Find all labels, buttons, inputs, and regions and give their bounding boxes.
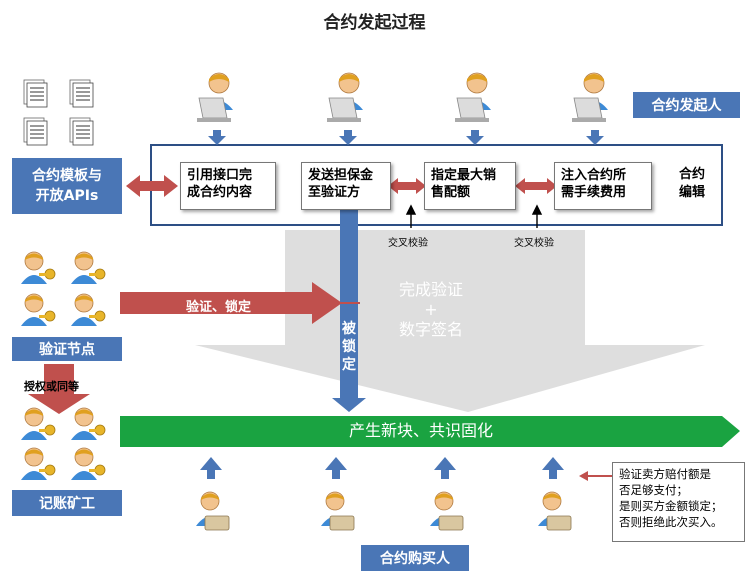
initiator-icon <box>571 72 609 123</box>
initiator-icon <box>326 72 364 123</box>
down-arrows <box>208 130 604 145</box>
step-double-arrow-2 <box>515 178 557 194</box>
step-2-line1: 发送担保金 <box>308 168 374 183</box>
miner-key-icon <box>70 447 106 481</box>
step-box-2: 发送担保金 至验证方 <box>301 162 391 210</box>
locked-char-2: 锁 <box>342 339 356 355</box>
edit-label: 合约 编辑 <box>672 166 712 202</box>
diagram-title: 合约发起过程 <box>323 13 426 33</box>
initiator-label: 合约发起人 <box>633 92 740 118</box>
step-box-1: 引用接口完 成合约内容 <box>180 162 276 210</box>
document-icon <box>69 117 94 146</box>
document-icon <box>69 79 94 108</box>
document-icon <box>23 79 48 108</box>
buyer-icon <box>537 491 572 531</box>
up-arrows <box>200 457 564 479</box>
verify-arrow <box>120 282 342 324</box>
initiator-icon <box>196 72 234 123</box>
auth-label: 授权或同等 <box>24 380 79 393</box>
buyer-note-line4: 否则拒绝此次买入。 <box>619 515 723 529</box>
step-4-line1: 注入合约所 <box>561 168 627 183</box>
buyer-note-line3: 是则买方金额锁定； <box>619 499 723 513</box>
verifier-key-icon <box>20 293 56 327</box>
miner-key-icon <box>70 407 106 441</box>
verifier-key-icon <box>70 293 106 327</box>
buyer-note-line1: 验证卖方赔付额是 <box>619 467 711 481</box>
verify-lock-label: 验证、锁定 <box>186 300 252 315</box>
step-double-arrow-1 <box>388 178 426 194</box>
miner-key-icon <box>20 407 56 441</box>
edit-label-line1: 合约 <box>678 167 705 182</box>
templates-double-arrow <box>126 175 178 197</box>
verifier-key-icon <box>20 251 56 285</box>
step-4-line2: 需手续费用 <box>561 185 627 200</box>
locked-text: 被 锁 定 <box>341 320 357 374</box>
buyer-icon <box>320 491 355 531</box>
locked-char-1: 被 <box>342 321 356 337</box>
cross-check-label-1: 交叉校验 <box>388 238 428 249</box>
buyer-note-line2: 否足够支付； <box>619 483 688 497</box>
complete-verify-text: 完成验证 + 数字签名 <box>378 280 484 340</box>
step-1-line1: 引用接口完 <box>187 168 253 183</box>
miner-key-icon <box>20 447 56 481</box>
complete-line1: 完成验证 <box>398 280 463 299</box>
step-2-line2: 至验证方 <box>308 185 361 200</box>
templates-label-line1: 合约模板与 <box>32 168 102 184</box>
verify-node-label: 验证节点 <box>12 337 122 361</box>
consensus-label: 产生新块、共识固化 <box>348 421 493 440</box>
step-3-line1: 指定最大销 <box>431 168 497 183</box>
step-box-3: 指定最大销 售配额 <box>424 162 516 210</box>
complete-line3: 数字签名 <box>398 320 463 339</box>
verifier-key-icon <box>70 251 106 285</box>
step-3-line2: 售配额 <box>431 185 471 200</box>
buyer-icon <box>429 491 464 531</box>
buyer-note: 验证卖方赔付额是 否足够支付； 是则买方金额锁定； 否则拒绝此次买入。 <box>612 462 745 542</box>
templates-box: 合约模板与 开放APIs <box>12 158 122 214</box>
cross-check-label-2: 交叉校验 <box>514 238 554 249</box>
document-icon <box>23 117 48 146</box>
locked-char-3: 定 <box>342 357 356 373</box>
edit-label-line2: 编辑 <box>678 185 705 200</box>
initiator-icon <box>454 72 492 123</box>
complete-line2: + <box>424 300 438 319</box>
templates-label-line2: 开放APIs <box>35 188 99 204</box>
auth-arrow <box>28 364 90 414</box>
step-1-line2: 成合约内容 <box>187 185 253 200</box>
bookkeeper-label: 记账矿工 <box>12 490 122 516</box>
consensus-arrow <box>120 416 740 447</box>
buyer-icon <box>195 491 230 531</box>
step-box-4: 注入合约所 需手续费用 <box>554 162 652 210</box>
buyer-label: 合约购买人 <box>361 545 469 571</box>
funnel-arrow <box>195 230 705 412</box>
